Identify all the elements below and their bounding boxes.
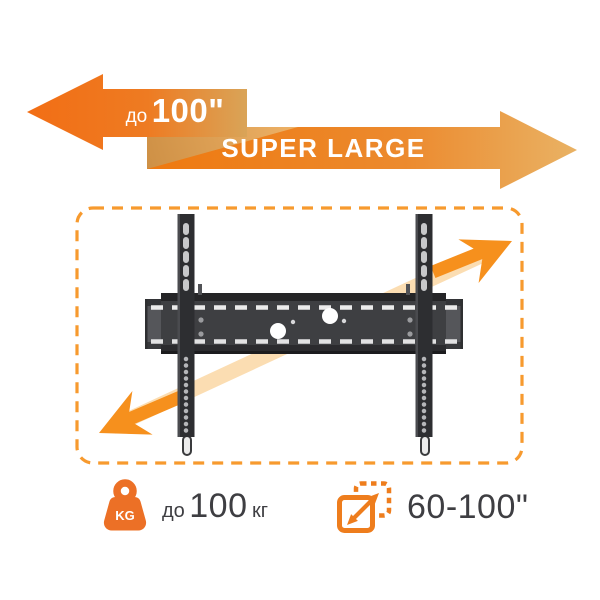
max-size-arrow-label: до 100" <box>103 84 247 138</box>
kg-badge: KG <box>115 508 135 523</box>
super-large-arrow-label: SUPER LARGE <box>221 132 426 163</box>
super-large-arrow-shape <box>147 111 577 189</box>
tv-wall-mount-bracket <box>145 214 463 456</box>
max-size-arrow-shape <box>27 74 247 150</box>
weight-label: до 100 кг <box>162 486 268 525</box>
right-upright <box>415 214 433 456</box>
screen-size-icon <box>337 481 392 533</box>
left-upright <box>177 214 195 456</box>
max-size-value: 100" <box>151 92 225 129</box>
screen-size-label: 60-100" <box>407 487 529 526</box>
spec-weight: KG до 100 кг <box>101 478 268 534</box>
max-size-prefix: до <box>125 106 148 127</box>
spec-screen-size: 60-100" <box>337 481 528 533</box>
dashed-frame <box>75 206 524 465</box>
weight-kg-icon: KG <box>103 479 147 531</box>
